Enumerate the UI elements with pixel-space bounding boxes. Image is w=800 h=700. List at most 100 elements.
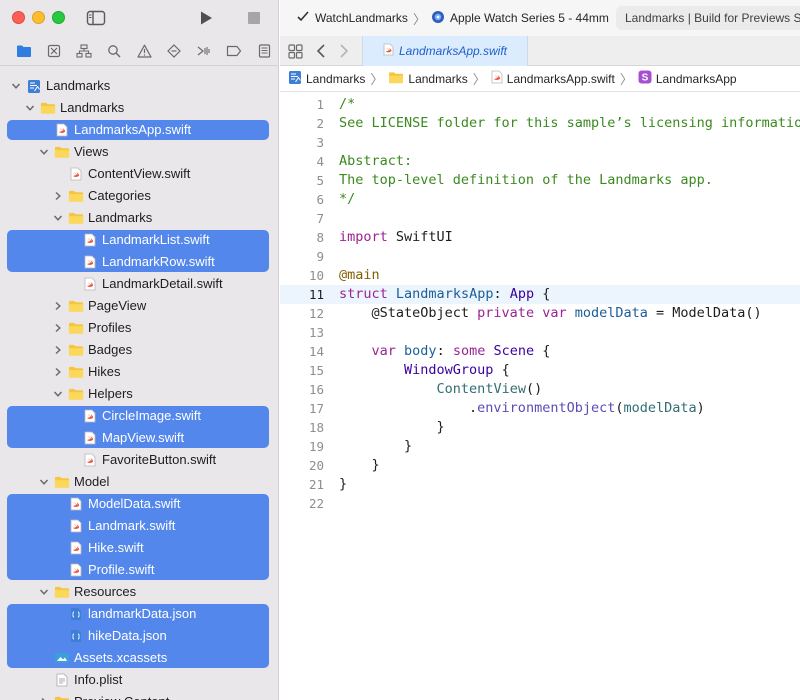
tab-landmarksapp-swift[interactable]: LandmarksApp.swift [362,36,528,66]
tree-group[interactable]: Badges [0,339,278,361]
grid-icon[interactable] [285,41,305,61]
folder-icon[interactable] [9,41,39,61]
tree-file[interactable]: Landmark.swift [0,515,278,537]
code-line[interactable]: 9 [280,247,800,266]
tree-file[interactable]: Hike.swift [0,537,278,559]
tree-file[interactable]: LandmarksApp.swift [0,119,278,141]
code-token: { [534,286,551,302]
test-diamond-icon[interactable] [159,41,189,61]
stop-icon[interactable] [244,8,264,28]
code-text: ContentView() [339,380,543,399]
chevron-right-icon[interactable] [38,691,50,700]
breadcrumb-item[interactable]: Landmarks [388,71,468,87]
forward-chevron-icon[interactable] [334,41,354,61]
tree-group[interactable]: PageView [0,295,278,317]
tree-file[interactable]: Profile.swift [0,559,278,581]
tree-group[interactable]: Landmarks [0,207,278,229]
code-token: WindowGroup [404,362,494,378]
tree-file[interactable]: hikeData.json [0,625,278,647]
find-icon[interactable] [99,41,129,61]
line-number: 11 [308,287,324,302]
code-line[interactable]: 15 WindowGroup { [280,361,800,380]
debug-icon[interactable] [189,41,219,61]
tree-file[interactable]: landmarkData.json [0,603,278,625]
code-line[interactable]: 16 ContentView() [280,380,800,399]
tree-group[interactable]: Helpers [0,383,278,405]
tree-group[interactable]: Model [0,471,278,493]
chevron-right-icon[interactable] [52,361,64,383]
code-token: modelData [574,305,648,321]
chevron-down-icon[interactable] [38,581,50,603]
hierarchy-icon[interactable] [69,41,99,61]
chevron-down-icon[interactable] [52,383,64,405]
code-line[interactable]: 1/* [280,95,800,114]
tree-group[interactable]: Profiles [0,317,278,339]
tree-file[interactable]: FavoriteButton.swift [0,449,278,471]
source-control-icon[interactable] [39,41,69,61]
chevron-right-icon[interactable] [52,295,64,317]
code-line[interactable]: 18 } [280,418,800,437]
report-icon[interactable] [249,41,278,61]
swift-icon [68,163,84,185]
tree-group[interactable]: Hikes [0,361,278,383]
back-chevron-icon[interactable] [311,41,331,61]
sidebar-toggle-icon[interactable] [86,8,106,28]
tree-group[interactable]: Resources [0,581,278,603]
chevron-down-icon[interactable] [38,141,50,163]
minimize-window-button[interactable] [32,11,45,24]
tree-file[interactable]: CircleImage.swift [0,405,278,427]
code-token [339,343,372,359]
warning-icon[interactable] [129,41,159,61]
breakpoint-icon[interactable] [219,41,249,61]
tree-group[interactable]: Preview Content [0,691,278,700]
line-number: 14 [308,344,324,359]
code-line[interactable]: 6*/ [280,190,800,209]
code-line[interactable]: 12 @StateObject private var modelData = … [280,304,800,323]
run-icon[interactable] [196,8,216,28]
close-window-button[interactable] [12,11,25,24]
chevron-right-icon[interactable] [52,339,64,361]
chevron-down-icon[interactable] [24,97,36,119]
editor-tab-bar: LandmarksApp.swift [280,36,800,66]
code-token: Scene [493,343,535,359]
code-line[interactable]: 22 [280,494,800,513]
chevron-right-icon[interactable] [52,317,64,339]
tree-group[interactable]: Categories [0,185,278,207]
code-line[interactable]: 19 } [280,437,800,456]
code-text: } [339,475,347,494]
tree-file[interactable]: ContentView.swift [0,163,278,185]
code-line[interactable]: 7 [280,209,800,228]
tree-file[interactable]: MapView.swift [0,427,278,449]
tree-file[interactable]: Info.plist [0,669,278,691]
tree-file[interactable]: LandmarkRow.swift [0,251,278,273]
tree-file[interactable]: ModelData.swift [0,493,278,515]
breadcrumb-item[interactable]: LandmarksApp.swift [491,70,615,87]
tree-file[interactable]: LandmarkDetail.swift [0,273,278,295]
code-line[interactable]: 21} [280,475,800,494]
chevron-down-icon[interactable] [10,75,22,97]
chevron-down-icon[interactable] [38,471,50,493]
tree-file[interactable]: LandmarkList.swift [0,229,278,251]
code-line[interactable]: 14 var body: some Scene { [280,342,800,361]
code-line[interactable]: 17 .environmentObject(modelData) [280,399,800,418]
chevron-down-icon[interactable] [52,207,64,229]
code-line[interactable]: 10@main [280,266,800,285]
code-line[interactable]: 3 [280,133,800,152]
scheme-selector[interactable]: WatchLandmarks 〉 Apple Watch Series 5 - … [296,8,609,28]
zoom-window-button[interactable] [52,11,65,24]
tree-group[interactable]: Landmarks [0,97,278,119]
code-line[interactable]: 20 } [280,456,800,475]
tree-group[interactable]: Landmarks [0,75,278,97]
breadcrumb-item[interactable]: Landmarks [288,70,365,88]
tree-file[interactable]: Assets.xcassets [0,647,278,669]
tree-group[interactable]: Views [0,141,278,163]
code-line[interactable]: 13 [280,323,800,342]
chevron-right-icon[interactable] [52,185,64,207]
